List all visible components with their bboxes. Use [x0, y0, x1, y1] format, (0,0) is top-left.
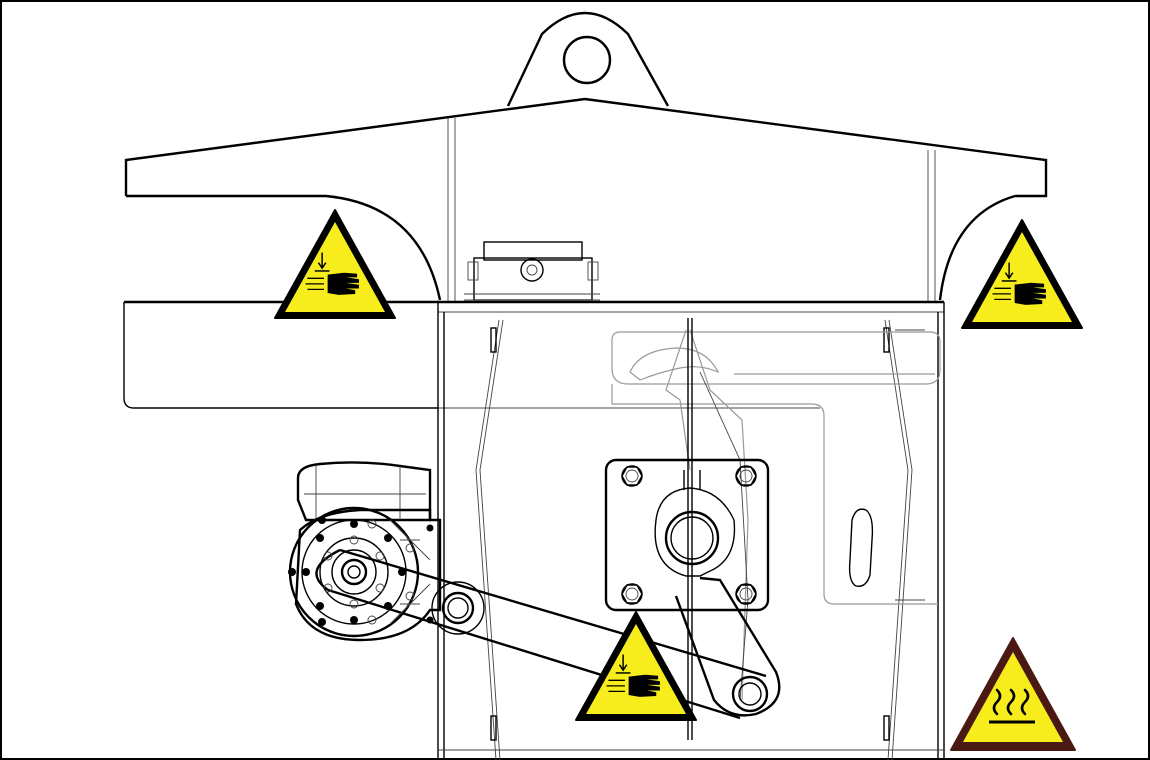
hand-crush-warning-right [961, 219, 1083, 329]
hot-surface-warning [950, 637, 1076, 751]
adjustment-slot [848, 508, 874, 587]
hand-crush-warning-center [575, 611, 697, 721]
plate-bolt-bottom-left [621, 583, 643, 605]
hand-crush-warning-left [274, 209, 396, 319]
lifting-lug [506, 11, 670, 107]
motor-bolt-ring [288, 516, 434, 626]
electrical-connector-box [464, 241, 600, 301]
plate-bolt-top-right [735, 465, 757, 487]
motor-inner-holes [323, 519, 415, 625]
lever-arm [674, 576, 781, 717]
internal-mechanism-hidden-lines [611, 318, 941, 740]
plate-bolt-top-left [621, 465, 643, 487]
pivot-mounting-plate [604, 458, 770, 612]
gear-motor [288, 461, 442, 642]
drive-crank-hub [431, 581, 485, 635]
connecting-rod [315, 548, 767, 720]
top-beam [124, 97, 1048, 302]
plate-bolt-bottom-right [735, 583, 757, 605]
horizontal-arm [123, 300, 944, 409]
main-body [437, 302, 945, 760]
